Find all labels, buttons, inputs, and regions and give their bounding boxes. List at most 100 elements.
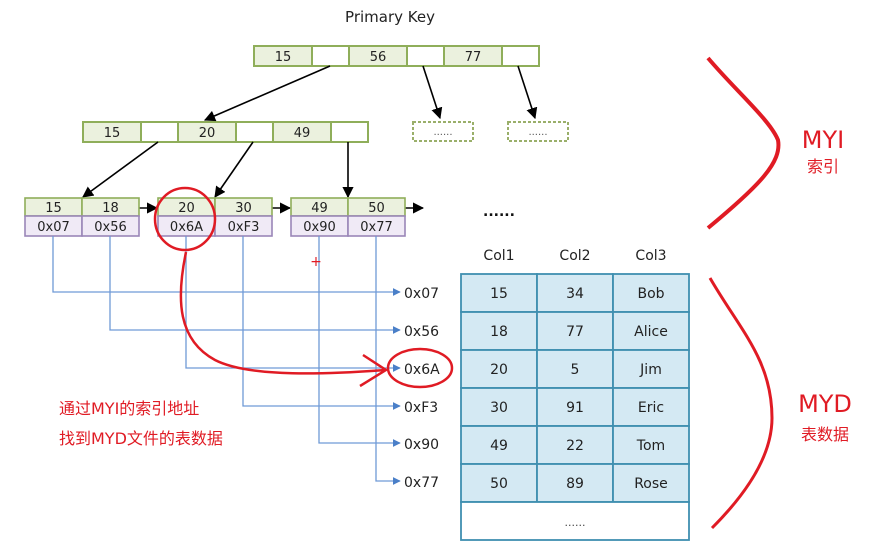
leaf-ellipsis: ...... [483,204,515,220]
table-cell-text: 22 [566,438,584,454]
address-label: 0x07 [404,286,439,302]
inner-node-key-text: 15 [104,126,121,141]
root-node-pointer-cell [311,45,350,67]
inner-node: 15 20 49 [82,121,369,143]
table-cell-text: Rose [634,476,668,492]
table-cell [460,387,538,427]
table-cell-text: Tom [636,438,665,454]
table-cell-text: 50 [490,476,508,492]
table-cell-text: Jim [639,362,662,378]
cursor-mark: + [310,254,322,270]
address-label: 0xF3 [404,400,438,416]
myd-sublabel: 表数据 [801,425,849,444]
address-pointer-line [109,236,401,334]
table-cell-text: 18 [490,324,508,340]
table-cell-text: Eric [638,400,664,416]
annotation-layer [153,56,781,530]
leaf-nodes: 15 0x07 18 0x56 20 0x6A 30 0xF3 49 0x90 50 0x77 [24,197,406,237]
address-label: 0x77 [404,475,439,491]
note-line-1: 通过MYI的索引地址 [59,399,199,418]
table-cell-text: 20 [490,362,508,378]
leaf-node: 49 0x90 50 0x77 [290,197,406,237]
table-cell-text: Bob [637,286,664,302]
table-cell-text: 15 [490,286,508,302]
table-row: 50 89 Rose [460,463,690,503]
address-label: 0x56 [404,324,439,340]
tree-pointer-arrows [82,65,538,214]
table-cell [612,387,690,427]
inner-node-pointer-cell [330,121,369,143]
leaf-key-text: 49 [311,201,328,216]
leaf-node: 20 0x6A 30 0xF3 [157,197,273,237]
placeholder-node: ...... [507,121,569,142]
leaf-key-text: 18 [102,201,119,216]
red-connector-arrow [179,251,386,375]
inner-node-pointer-cell [140,121,179,143]
table-row: 15 34 Bob [460,273,690,313]
myi-brace [706,56,781,230]
inner-node-key-text: 20 [199,126,216,141]
leaf-node: 15 0x07 18 0x56 [24,197,140,237]
root-node-key-text: 15 [275,50,292,65]
table-cell-text: 91 [566,400,584,416]
table-cell-text: 34 [566,286,584,302]
myi-sublabel: 索引 [807,157,839,176]
address-pointer-lines [52,236,401,485]
svg-text:......: ...... [433,127,452,138]
table-cell-text: 89 [566,476,584,492]
table-cell [536,311,614,351]
inner-node-pointer-cell [235,121,274,143]
leaf-key-text: 15 [45,201,62,216]
table-cell [612,349,690,389]
myi-label: MYI [802,126,844,154]
table-row: 30 91 Eric [460,387,690,427]
myd-brace [708,277,774,530]
pointer-arrow [82,141,159,198]
table-header: Col3 [635,248,666,264]
table-row: 20 5 Jim [460,349,690,389]
leaf-addr-text: 0x90 [303,220,336,235]
table-row: 49 22 Tom [460,425,690,465]
address-pointer-line [242,236,401,410]
root-node-pointer-cell [406,45,445,67]
leaf-addr-text: 0x77 [360,220,393,235]
table-cell [536,463,614,503]
inner-node-key-text: 49 [294,126,311,141]
table-cell-text: 30 [490,400,508,416]
table-cell-text: Alice [634,324,668,340]
table-header: Col1 [483,248,514,264]
svg-text:......: ...... [528,127,547,138]
address-pointer-line [185,236,401,372]
leaf-key-text: 20 [178,201,195,216]
red-arrowhead [359,353,389,388]
table-cell [612,311,690,351]
leaf-addr-text: 0x6A [170,220,203,235]
address-label: 0x90 [404,437,439,453]
table-cell [536,425,614,465]
myd-label: MYD [798,390,852,418]
root-node-key-text: 77 [465,50,482,65]
table-cell-text: 49 [490,438,508,454]
placeholder-node: ...... [412,121,474,142]
address-pointer-line [318,236,401,447]
highlight-circle-leaf [153,186,217,252]
table-cell [612,425,690,465]
leaf-key-text: 50 [368,201,385,216]
table-row: 18 77 Alice [460,311,690,351]
leaf-key-text: 30 [235,201,252,216]
note-line-2: 找到MYD文件的表数据 [59,429,223,448]
highlight-circle-address [386,347,454,389]
leaf-addr-text: 0x07 [37,220,70,235]
root-node-pointer-cell [501,45,540,67]
leaf-addr-text: 0x56 [94,220,127,235]
diagram-title: Primary Key [345,8,435,26]
table-cell-text: 5 [571,362,580,378]
leaf-addr-text: 0xF3 [228,220,260,235]
table-cell-text: 77 [566,324,584,340]
table-header: Col2 [559,248,590,264]
address-pointer-line [375,236,401,485]
table-footer-text: ...... [565,516,586,529]
table-cell [612,273,690,313]
